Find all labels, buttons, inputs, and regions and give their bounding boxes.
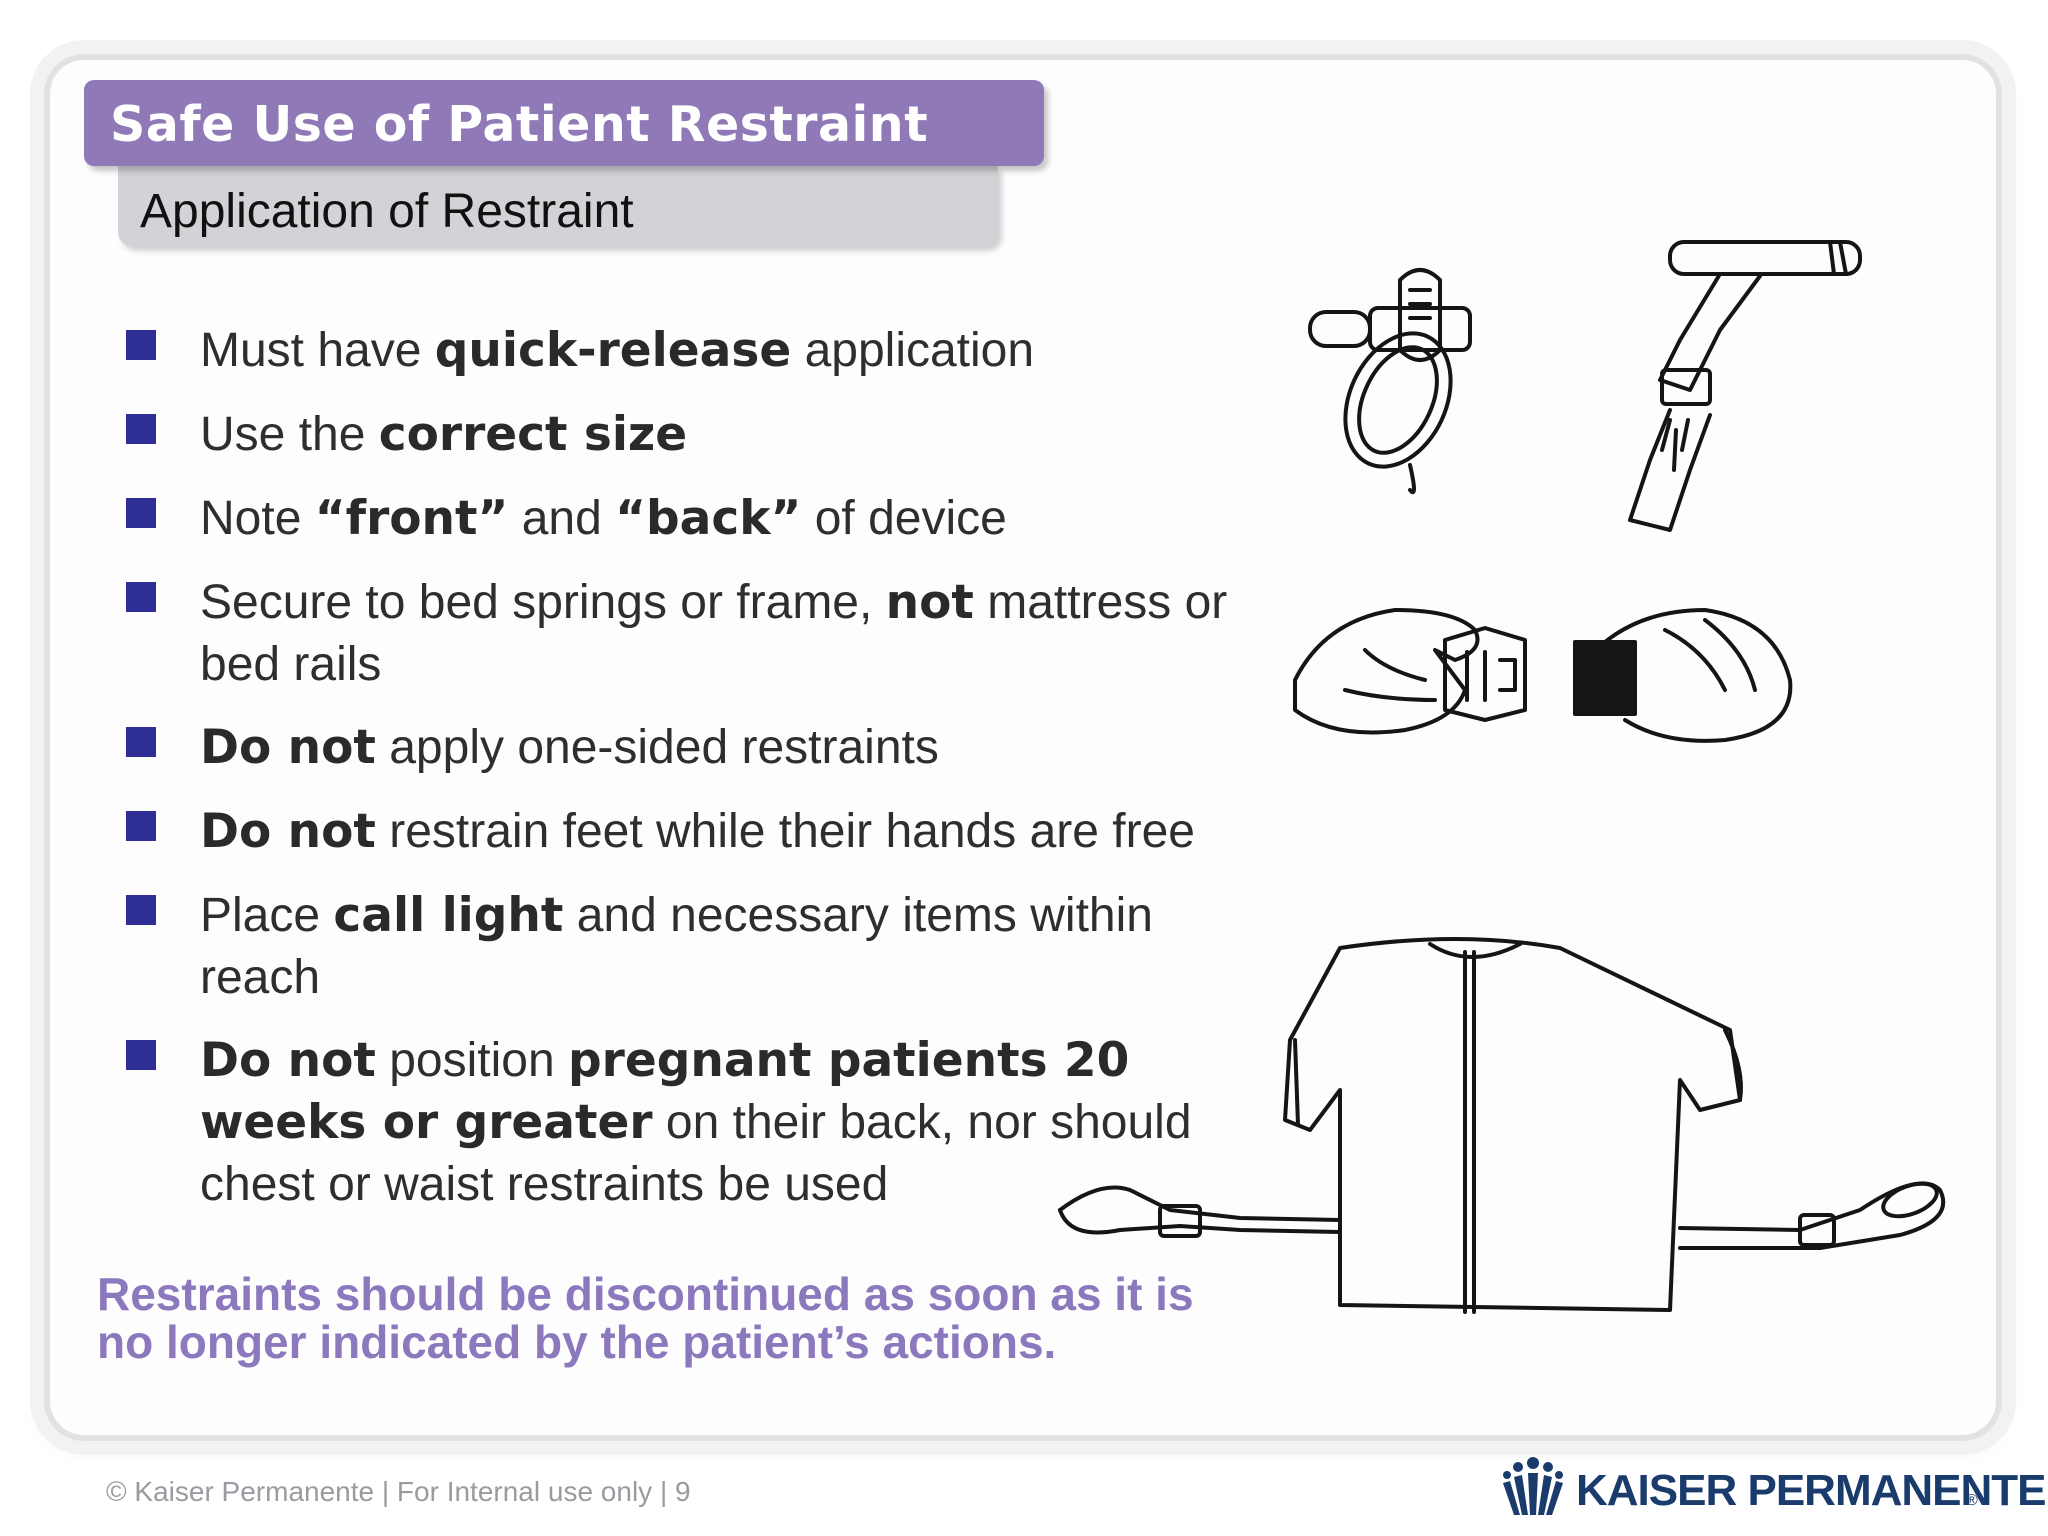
bullet-square-icon [126, 727, 156, 757]
bullet-bold-text: Do not [200, 804, 376, 859]
bullet-item: Note “front” and “back” of device [126, 488, 1300, 550]
registered-mark: ® [1966, 1492, 1978, 1509]
bullet-item: Must have quick-release application [126, 320, 1300, 382]
bullet-text: and necessary items within reach [200, 889, 1153, 1004]
bullet-bold-text: Do not [200, 1033, 376, 1088]
bullet-square-icon [126, 498, 156, 528]
bullet-square-icon [126, 330, 156, 360]
bullet-text: apply one-sided restraints [375, 721, 939, 774]
bullet-text: of device [801, 492, 1007, 545]
bullet-bold-text: call light [333, 888, 564, 943]
subtitle-bar [118, 166, 998, 246]
footer-text: © Kaiser Permanente | For Internal use o… [106, 1476, 691, 1507]
bullet-square-icon [126, 414, 156, 444]
slide-title: Safe Use of Patient Restraint [110, 96, 929, 153]
quick-release-buckle-illustration [1293, 608, 1793, 743]
bullet-text: Note [200, 492, 315, 545]
bullet-text: Use the [200, 408, 379, 461]
restraint-vest-illustration [1058, 937, 1946, 1314]
bullet-item: Place call light and necessary items wit… [126, 885, 1240, 1009]
bullet-text: Place [200, 889, 334, 942]
bullet-bold-text: “back” [615, 491, 802, 546]
bullet-bold-text: “front” [314, 491, 509, 546]
bullet-bold-text: Do not [200, 720, 376, 775]
bullet-item: Do not restrain feet while their hands a… [126, 801, 1300, 863]
slide-subtitle: Application of Restraint [140, 185, 634, 238]
bullet-text: application [791, 324, 1035, 377]
bullet-text: position [375, 1034, 569, 1087]
bullet-text: and [508, 492, 616, 545]
bullet-item: Secure to bed springs or frame, not matt… [126, 572, 1320, 696]
bullet-item: Do not apply one-sided restraints [126, 717, 1300, 779]
bullet-text: Secure to bed springs or frame, [200, 576, 886, 629]
bullet-text: Must have [200, 324, 435, 377]
bullet-bold-text: quick-release [434, 323, 792, 378]
bullet-square-icon [126, 811, 156, 841]
restraint-strap-illustration [1308, 240, 1862, 532]
callout-text: Restraints should be discontinued as soo… [97, 1268, 1194, 1368]
bullet-square-icon [126, 582, 156, 612]
bullet-square-icon [126, 895, 156, 925]
bullet-bold-text: pregnant patients 20 weeks or greater [200, 1033, 1130, 1150]
bullet-bold-text: correct size [378, 407, 688, 462]
brand-wordmark: KAISER PERMANENTE [1576, 1466, 2046, 1515]
bullet-text: restrain feet while their hands are free [375, 805, 1195, 858]
bullet-item: Do not position pregnant patients 20 wee… [126, 1030, 1280, 1216]
title-bar [84, 80, 1044, 166]
bullet-item: Use the correct size [126, 404, 1300, 466]
bullet-bold-text: not [885, 575, 974, 630]
bullet-text: on their back, nor should chest or waist… [200, 1096, 1192, 1211]
bullet-square-icon [126, 1040, 156, 1070]
bullet-text: mattress or bed rails [200, 576, 1228, 691]
kaiser-permanente-logo-icon [1503, 1457, 1563, 1515]
